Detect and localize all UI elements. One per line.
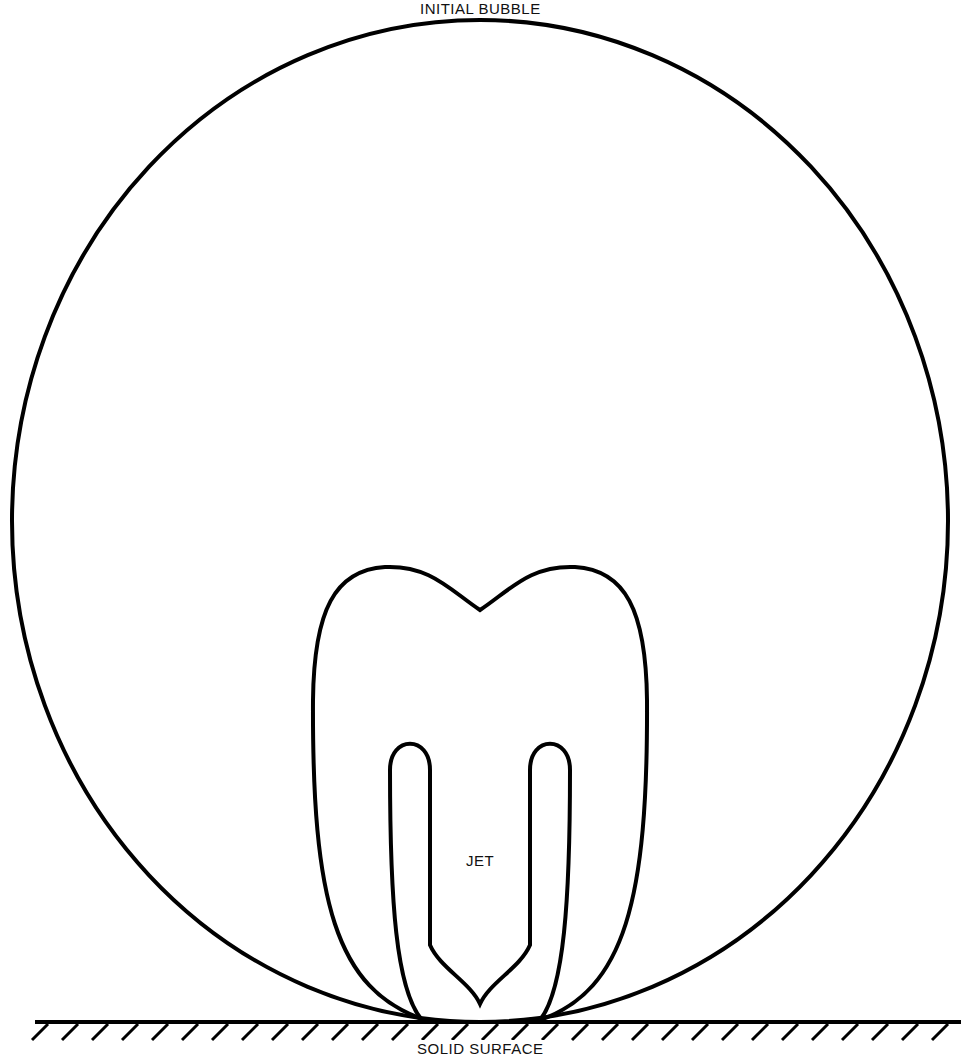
surface-hatching bbox=[32, 1024, 948, 1040]
hatch-stroke bbox=[272, 1024, 288, 1040]
hatch-stroke bbox=[542, 1024, 558, 1040]
hatch-stroke bbox=[572, 1024, 588, 1040]
hatch-stroke bbox=[122, 1024, 138, 1040]
hatch-stroke bbox=[242, 1024, 258, 1040]
hatch-stroke bbox=[62, 1024, 78, 1040]
hatch-stroke bbox=[392, 1024, 408, 1040]
solid-surface-line bbox=[35, 1020, 961, 1024]
intermediate-bubble-outline bbox=[313, 567, 647, 1020]
hatch-stroke bbox=[662, 1024, 678, 1040]
hatch-stroke bbox=[602, 1024, 618, 1040]
hatch-stroke bbox=[452, 1024, 468, 1040]
hatch-stroke bbox=[92, 1024, 108, 1040]
hatch-stroke bbox=[632, 1024, 648, 1040]
hatch-stroke bbox=[902, 1024, 918, 1040]
hatch-stroke bbox=[842, 1024, 858, 1040]
hatch-stroke bbox=[32, 1024, 48, 1040]
jet-stage-outline bbox=[390, 744, 570, 1020]
hatch-stroke bbox=[182, 1024, 198, 1040]
initial-bubble-outline bbox=[12, 20, 948, 1022]
hatch-stroke bbox=[782, 1024, 798, 1040]
surface-label: SOLID SURFACE bbox=[414, 1040, 547, 1058]
hatch-stroke bbox=[212, 1024, 228, 1040]
hatch-stroke bbox=[872, 1024, 888, 1040]
hatch-stroke bbox=[332, 1024, 348, 1040]
hatch-stroke bbox=[362, 1024, 378, 1040]
hatch-stroke bbox=[752, 1024, 768, 1040]
hatch-stroke bbox=[512, 1024, 528, 1040]
hatch-stroke bbox=[482, 1024, 498, 1040]
bubble-label: INITIAL BUBBLE bbox=[417, 0, 544, 18]
hatch-stroke bbox=[812, 1024, 828, 1040]
hatch-stroke bbox=[422, 1024, 438, 1040]
hatch-stroke bbox=[152, 1024, 168, 1040]
hatch-stroke bbox=[692, 1024, 708, 1040]
hatch-stroke bbox=[722, 1024, 738, 1040]
jet-label: JET bbox=[463, 852, 497, 870]
hatch-stroke bbox=[932, 1024, 948, 1040]
hatch-stroke bbox=[302, 1024, 318, 1040]
